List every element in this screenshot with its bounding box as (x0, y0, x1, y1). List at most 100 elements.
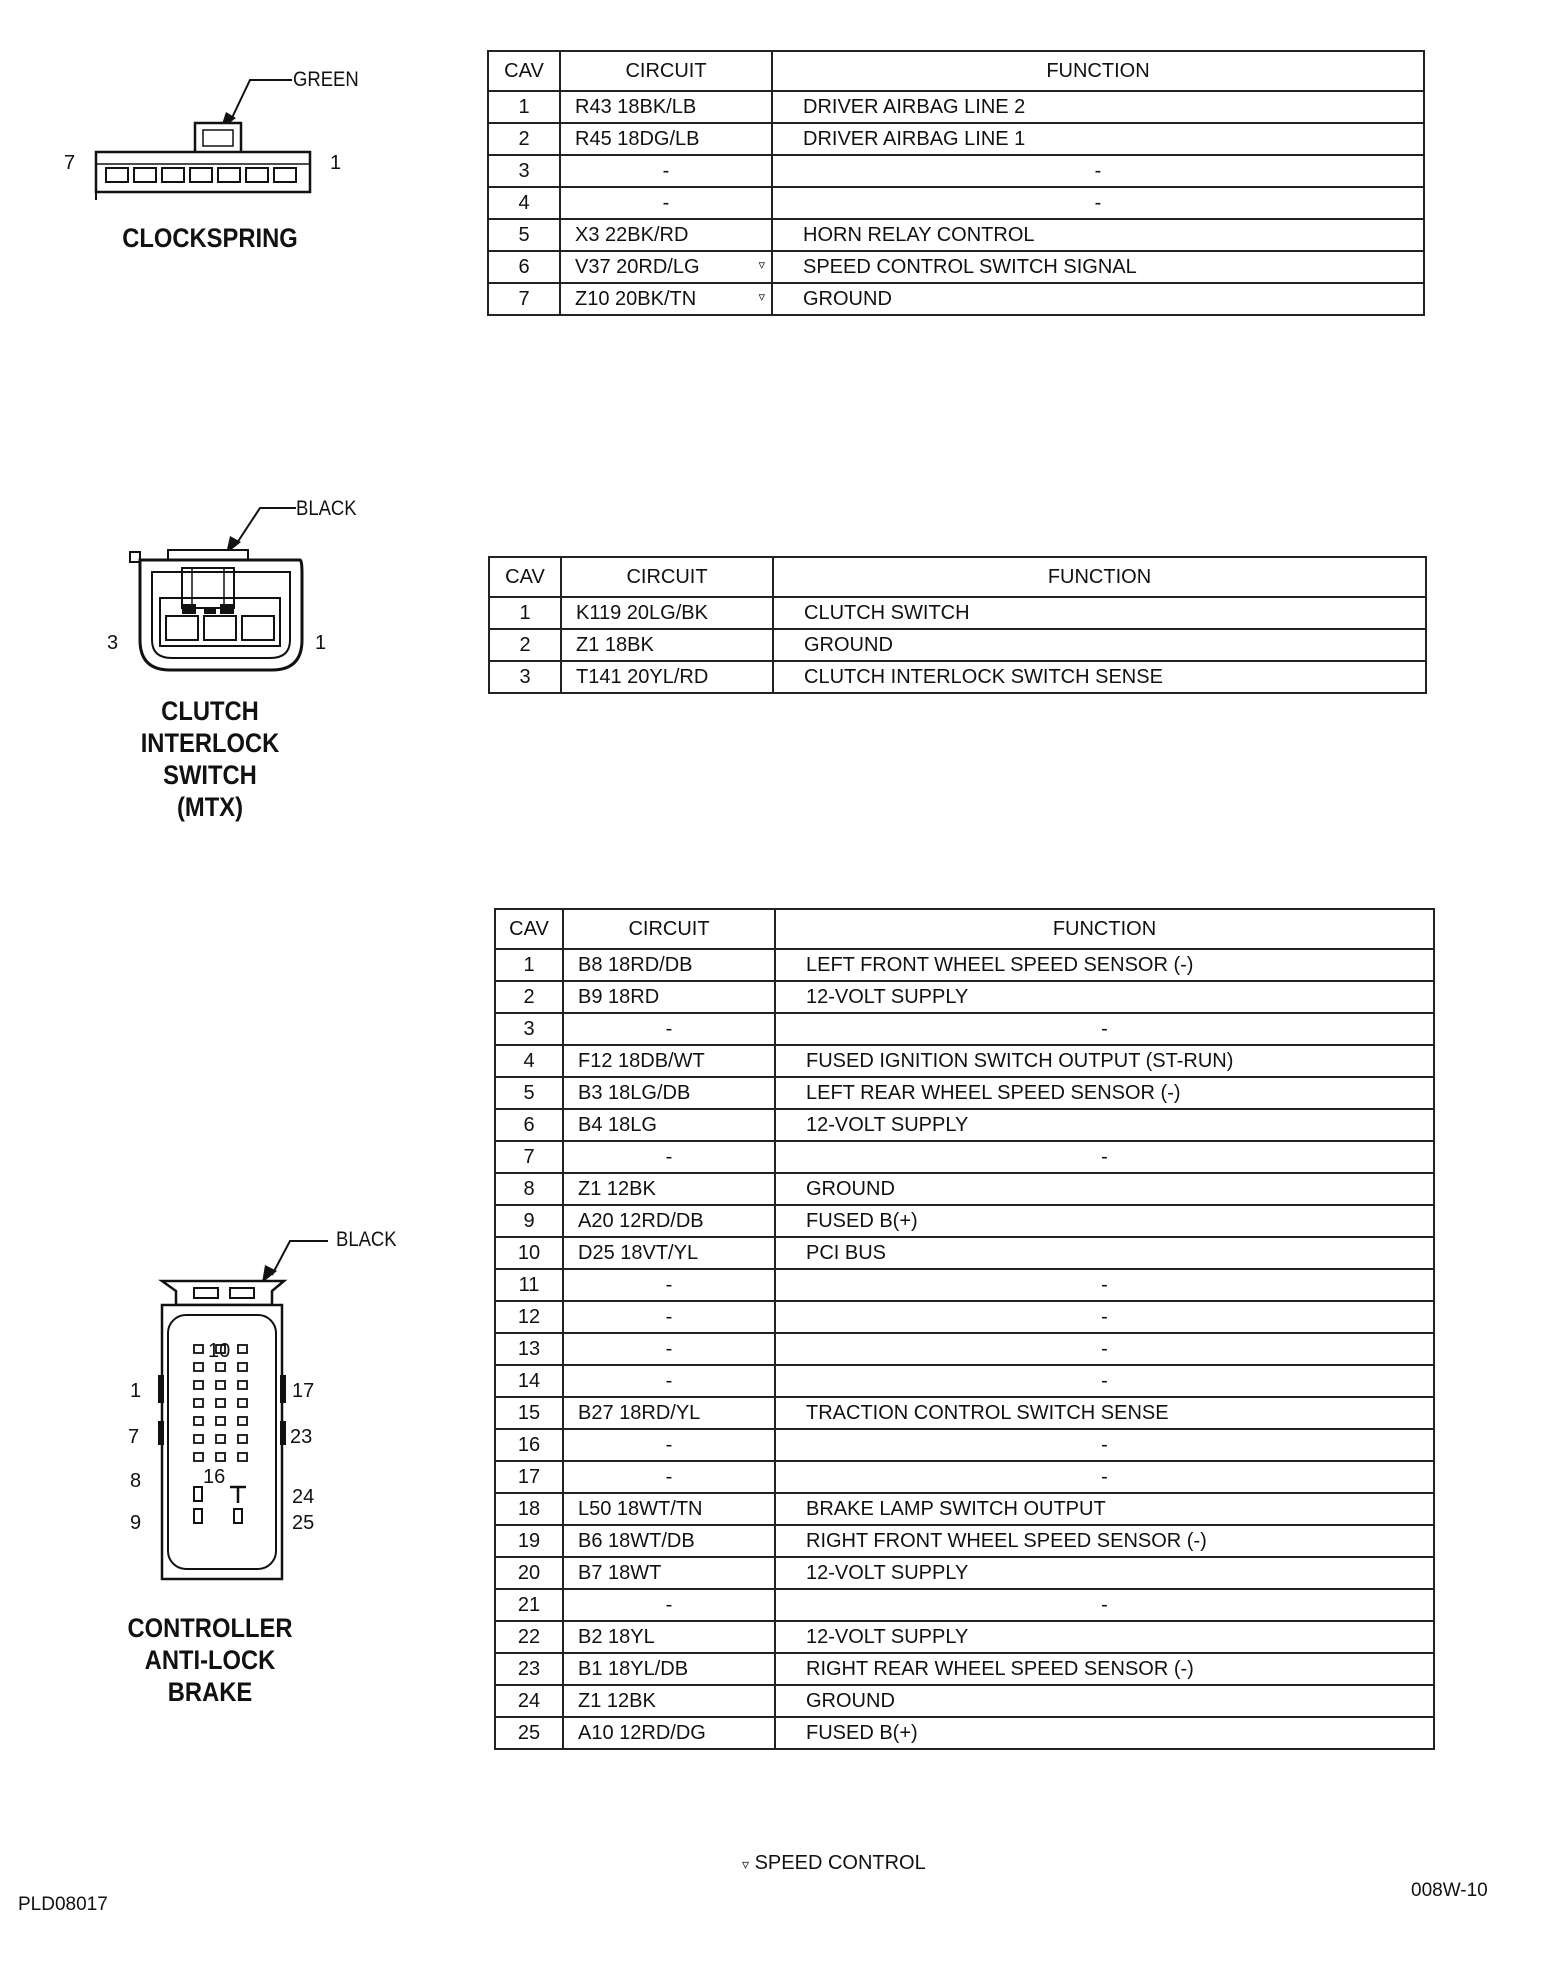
abs-pin-label-8: 8 (130, 1470, 142, 1492)
table-row: 3-- (494, 1012, 1435, 1046)
title-line: CLOCKSPRING (122, 223, 298, 253)
circuit-cell: T141 20YL/RD (560, 660, 774, 694)
table-row: 16-- (494, 1428, 1435, 1462)
header-cav: CAV (488, 556, 562, 598)
circuit-cell: Z1 18BK (560, 628, 774, 662)
table-row: 3-- (487, 154, 1425, 188)
function-cell: HORN RELAY CONTROL (771, 218, 1425, 252)
table-row: 21-- (494, 1588, 1435, 1622)
function-cell: - (771, 154, 1425, 188)
abs-pin-label-9: 9 (130, 1512, 142, 1534)
circuit-cell: D25 18VT/YL (562, 1236, 776, 1270)
circuit-cell: B3 18LG/DB (562, 1076, 776, 1110)
title-line: INTERLOCK (140, 728, 280, 758)
circuit-cell: - (559, 186, 773, 220)
controller-anti-lock-brake-title: CONTROLLER ANTI-LOCK BRAKE (96, 1612, 325, 1708)
connector-pin-cavity (237, 1344, 248, 1354)
function-cell: LEFT FRONT WHEEL SPEED SENSOR (-) (774, 948, 1435, 982)
table-row: 17-- (494, 1460, 1435, 1494)
clockspring-connector-drawing (70, 60, 360, 210)
connector-pin-cavity (237, 1434, 248, 1444)
function-cell: DRIVER AIRBAG LINE 1 (771, 122, 1425, 156)
circuit-cell: - (562, 1588, 776, 1622)
function-cell: - (774, 1364, 1435, 1398)
clutch-interlock-color-label: BLACK (296, 497, 357, 520)
cav-cell: 17 (494, 1460, 564, 1494)
cav-cell: 3 (487, 154, 561, 188)
circuit-cell: - (559, 154, 773, 188)
function-cell: GROUND (772, 628, 1427, 662)
cav-cell: 11 (494, 1268, 564, 1302)
circuit-cell: Z1 12BK (562, 1172, 776, 1206)
cav-cell: 7 (494, 1140, 564, 1174)
cav-cell: 25 (494, 1716, 564, 1750)
connector-pin-cavity (215, 1344, 226, 1354)
circuit-cell: R45 18DG/LB (559, 122, 773, 156)
abs-pin-label-16: 16 (203, 1466, 226, 1488)
cav-cell: 4 (487, 186, 561, 220)
function-cell: 12-VOLT SUPPLY (774, 980, 1435, 1014)
connector-pin-cavity (193, 1362, 204, 1372)
connector-pin-cavity (193, 1344, 204, 1354)
header-circuit: CIRCUIT (559, 50, 773, 92)
circuit-cell: - (562, 1300, 776, 1334)
speed-control-marker-icon: ▿ (742, 1856, 750, 1872)
cav-cell: 22 (494, 1620, 564, 1654)
function-cell: BRAKE LAMP SWITCH OUTPUT (774, 1492, 1435, 1526)
abs-pin-label-1: 1 (130, 1380, 142, 1402)
header-function: FUNCTION (771, 50, 1425, 92)
connector-pin-cavity (215, 1398, 226, 1408)
cav-cell: 12 (494, 1300, 564, 1334)
function-cell: 12-VOLT SUPPLY (774, 1556, 1435, 1590)
circuit-cell: B27 18RD/YL (562, 1396, 776, 1430)
circuit-cell: - (562, 1364, 776, 1398)
circuit-cell: V37 20RD/LG▿ (559, 250, 773, 284)
circuit-cell: F12 18DB/WT (562, 1044, 776, 1078)
circuit-text: Z10 20BK/TN (575, 287, 697, 310)
connector-pin-cavity (193, 1398, 204, 1408)
circuit-cell: A10 12RD/DG (562, 1716, 776, 1750)
table-row: 4-- (487, 186, 1425, 220)
clockspring-pin-label-1: 1 (330, 152, 342, 174)
function-cell: RIGHT FRONT WHEEL SPEED SENSOR (-) (774, 1524, 1435, 1558)
speed-control-marker-icon: ▿ (758, 289, 765, 304)
function-cell: FUSED IGNITION SWITCH OUTPUT (ST-RUN) (774, 1044, 1435, 1078)
cav-cell: 1 (487, 90, 561, 124)
function-cell: RIGHT REAR WHEEL SPEED SENSOR (-) (774, 1652, 1435, 1686)
function-cell: LEFT REAR WHEEL SPEED SENSOR (-) (774, 1076, 1435, 1110)
function-cell: GROUND (771, 282, 1425, 316)
cav-cell: 6 (494, 1108, 564, 1142)
circuit-cell: L50 18WT/TN (562, 1492, 776, 1526)
function-cell: DRIVER AIRBAG LINE 2 (771, 90, 1425, 124)
function-cell: 12-VOLT SUPPLY (774, 1620, 1435, 1654)
header-cav: CAV (487, 50, 561, 92)
circuit-cell: B7 18WT (562, 1556, 776, 1590)
cav-cell: 2 (488, 628, 562, 662)
circuit-cell: B1 18YL/DB (562, 1652, 776, 1686)
cav-cell: 4 (494, 1044, 564, 1078)
cav-cell: 1 (488, 596, 562, 630)
table-header-row: CAV CIRCUIT FUNCTION (487, 50, 1425, 92)
table-row: 11-- (494, 1268, 1435, 1302)
table-row: 12-- (494, 1300, 1435, 1334)
function-cell: CLUTCH SWITCH (772, 596, 1427, 630)
function-cell: GROUND (774, 1172, 1435, 1206)
circuit-cell: X3 22BK/RD (559, 218, 773, 252)
header-circuit: CIRCUIT (562, 908, 776, 950)
function-cell: - (774, 1012, 1435, 1046)
cav-cell: 21 (494, 1588, 564, 1622)
circuit-cell: B2 18YL (562, 1620, 776, 1654)
title-line: CONTROLLER (127, 1613, 293, 1643)
